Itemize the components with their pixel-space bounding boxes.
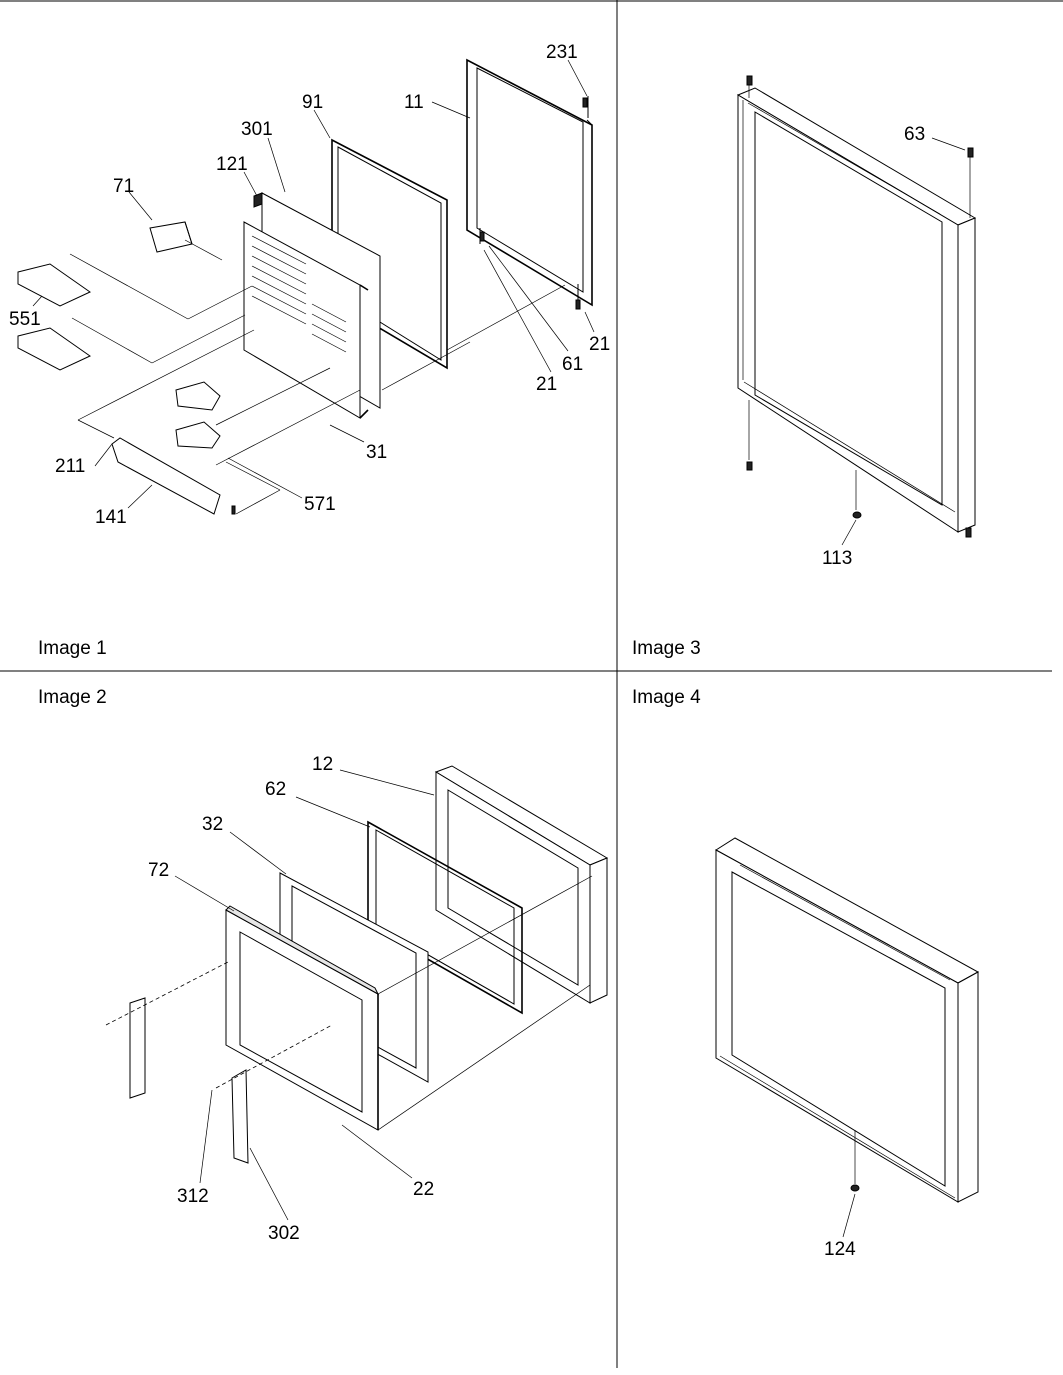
callout-571: 571 xyxy=(304,494,336,515)
image4-leaders xyxy=(842,1193,856,1238)
callout-61: 61 xyxy=(562,354,583,375)
image4-caption: Image 4 xyxy=(632,687,701,708)
callout-301: 301 xyxy=(241,119,273,140)
image1-callouts: 231 91 11 301 121 71 551 21 61 21 31 211… xyxy=(9,42,610,528)
callout-141: 141 xyxy=(95,507,127,528)
image1-drawing xyxy=(17,58,593,515)
callout-551: 551 xyxy=(9,309,41,330)
callout-72: 72 xyxy=(148,860,169,881)
image3-leaders xyxy=(841,137,966,546)
image1-caption: Image 1 xyxy=(38,638,107,659)
image3-caption: Image 3 xyxy=(632,638,701,659)
callout-63: 63 xyxy=(904,124,925,145)
image3-callouts: 63 113 xyxy=(822,124,925,569)
callout-21-left: 21 xyxy=(536,374,557,395)
image1-leaders xyxy=(32,59,595,509)
callout-21-right: 21 xyxy=(589,334,610,355)
callout-31: 31 xyxy=(366,442,387,463)
callout-12: 12 xyxy=(312,754,333,775)
callout-211: 211 xyxy=(55,456,85,477)
callout-121: 121 xyxy=(216,154,248,175)
callout-91: 91 xyxy=(302,92,323,113)
callout-11: 11 xyxy=(404,92,424,113)
callout-231: 231 xyxy=(546,42,578,63)
image4-drawing xyxy=(715,837,980,1203)
callout-312: 312 xyxy=(177,1186,209,1207)
callout-71: 71 xyxy=(113,176,134,197)
image2-leaders xyxy=(174,769,435,1221)
callout-32: 32 xyxy=(202,814,223,835)
callout-22: 22 xyxy=(413,1179,434,1200)
image2-callouts: 12 62 32 72 312 302 22 xyxy=(148,754,434,1244)
callout-113: 113 xyxy=(822,548,852,569)
callout-62: 62 xyxy=(265,779,286,800)
callout-124: 124 xyxy=(824,1239,856,1260)
image3-drawing xyxy=(736,75,977,538)
image2-drawing xyxy=(105,765,609,1164)
callout-302: 302 xyxy=(268,1223,300,1244)
image4-callouts: 124 xyxy=(824,1239,856,1260)
image2-caption: Image 2 xyxy=(38,687,107,708)
